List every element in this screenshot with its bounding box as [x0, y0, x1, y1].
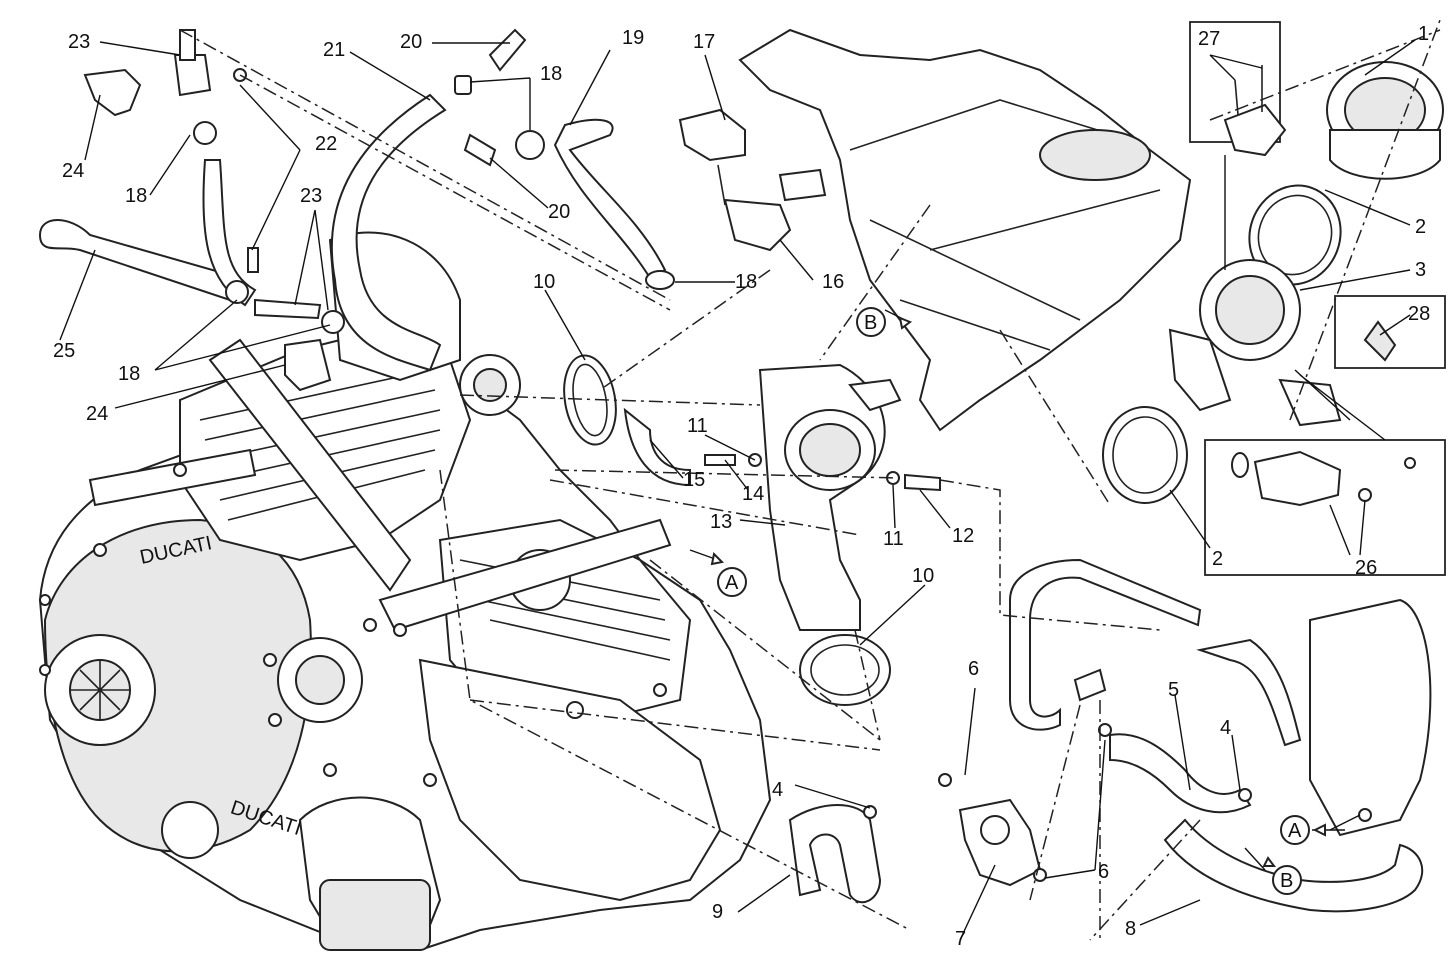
callout-18: 18	[125, 185, 147, 207]
reference-b-circle	[1272, 865, 1302, 895]
callout-15: 15	[683, 469, 705, 491]
callout-25: 25	[53, 340, 75, 362]
reference-a-circle	[1280, 815, 1310, 845]
callout-10: 10	[533, 271, 555, 293]
connection-lines	[179, 19, 1441, 941]
leader-lines	[59, 39, 1416, 941]
callout-16: 16	[822, 271, 844, 293]
callout-4: 4	[1220, 717, 1231, 739]
callout-6: 6	[1098, 861, 1109, 883]
reference-a-circle	[717, 567, 747, 597]
reference-b-label: B	[864, 312, 877, 334]
callout-9: 9	[712, 901, 723, 923]
callout-26: 26	[1355, 557, 1377, 579]
callout-20: 20	[548, 201, 570, 223]
lower-right-parts	[1009, 558, 1432, 913]
callout-18: 18	[118, 363, 140, 385]
reference-markers: A A B B	[689, 307, 1345, 895]
callout-20: 20	[400, 31, 422, 53]
callout-8: 8	[1125, 918, 1136, 940]
callout-3: 3	[1415, 259, 1426, 281]
callout-4: 4	[772, 779, 783, 801]
callout-13: 13	[710, 511, 732, 533]
callout-11: 11	[883, 528, 904, 550]
callout-28: 28	[1408, 303, 1430, 325]
callout-10: 10	[912, 565, 934, 587]
callout-7: 7	[955, 928, 966, 950]
callout-2: 2	[1415, 216, 1426, 238]
callout-24: 24	[62, 160, 84, 182]
callout-27: 27	[1198, 28, 1220, 50]
airbox	[738, 28, 1192, 432]
callout-24: 24	[86, 403, 108, 425]
callout-17: 17	[693, 31, 715, 53]
reference-b-circle	[856, 307, 886, 337]
callout-labels: 1 2 2 3 4 4 5 6 6 7 8 9 10 10 11 11 12 1…	[53, 23, 1430, 950]
engine-block: DUCATI DUCATI	[38, 231, 772, 952]
reference-b-label: B	[1280, 870, 1293, 892]
callout-21: 21	[323, 39, 345, 61]
callout-19: 19	[622, 27, 644, 49]
intake-manifold	[563, 354, 941, 706]
callout-6: 6	[968, 658, 979, 680]
reference-a-label: A	[1288, 820, 1302, 842]
callout-5: 5	[1168, 679, 1179, 701]
bottom-center-parts	[788, 773, 1047, 904]
callout-18: 18	[735, 271, 757, 293]
reference-a-label: A	[725, 572, 739, 594]
callout-22: 22	[315, 133, 337, 155]
callout-23: 23	[68, 31, 90, 53]
callout-11: 11	[687, 415, 708, 437]
callout-1: 1	[1418, 23, 1429, 45]
top-left-parts	[38, 28, 792, 392]
callout-12: 12	[952, 525, 974, 547]
callout-18: 18	[540, 63, 562, 85]
callout-23: 23	[300, 185, 322, 207]
callout-2: 2	[1212, 548, 1223, 570]
callout-14: 14	[742, 483, 764, 505]
throttle-body-stack	[1102, 21, 1446, 576]
